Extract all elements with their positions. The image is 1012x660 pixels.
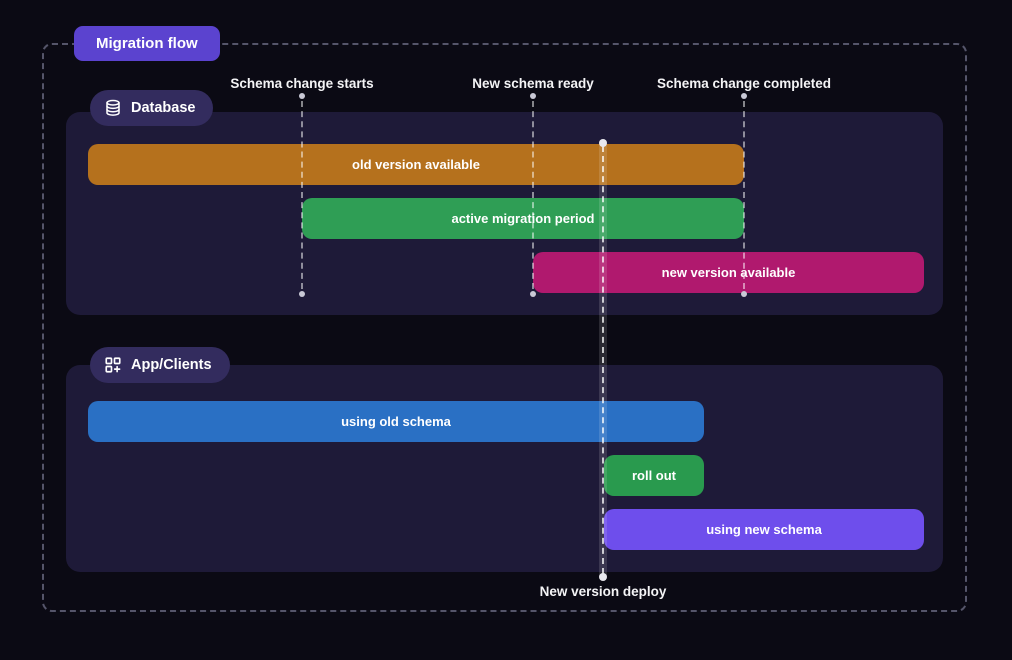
bar-active-migration-period: active migration period <box>302 198 744 239</box>
marker-dot <box>299 93 305 99</box>
lane-badge-label-app-clients: App/Clients <box>131 357 212 373</box>
bar-roll-out: roll out <box>604 455 704 496</box>
deploy-dashed-line <box>602 146 604 574</box>
lane-badge-label-database: Database <box>131 100 196 116</box>
bar-new-version-available: new version available <box>533 252 924 293</box>
marker-dotted-line <box>743 101 745 289</box>
marker-label-schema-change-starts: Schema change starts <box>230 76 374 91</box>
lane-badge-database: Database <box>90 90 214 126</box>
deploy-dot <box>599 573 607 581</box>
marker-dotted-line <box>532 101 534 289</box>
bar-old-version-available: old version available <box>88 144 744 185</box>
marker-dot <box>741 291 747 297</box>
marker-label-new-version-deploy: New version deploy <box>539 584 667 599</box>
lane-badge-app-clients: App/Clients <box>90 347 230 383</box>
title-badge-label: Migration flow <box>96 35 198 52</box>
marker-dot <box>299 291 305 297</box>
marker-label-schema-change-completed: Schema change completed <box>656 76 832 91</box>
title-badge: Migration flow <box>74 26 220 61</box>
marker-dot <box>530 291 536 297</box>
marker-dot <box>530 93 536 99</box>
apps-plus-icon <box>104 356 122 374</box>
bar-using-new-schema: using new schema <box>604 509 924 550</box>
bar-using-old-schema: using old schema <box>88 401 704 442</box>
marker-dot <box>741 93 747 99</box>
diagram-dashed-frame <box>42 43 967 612</box>
deploy-dot <box>599 139 607 147</box>
marker-label-new-schema-ready: New schema ready <box>472 76 594 91</box>
marker-dotted-line <box>301 101 303 289</box>
database-icon <box>104 99 122 117</box>
